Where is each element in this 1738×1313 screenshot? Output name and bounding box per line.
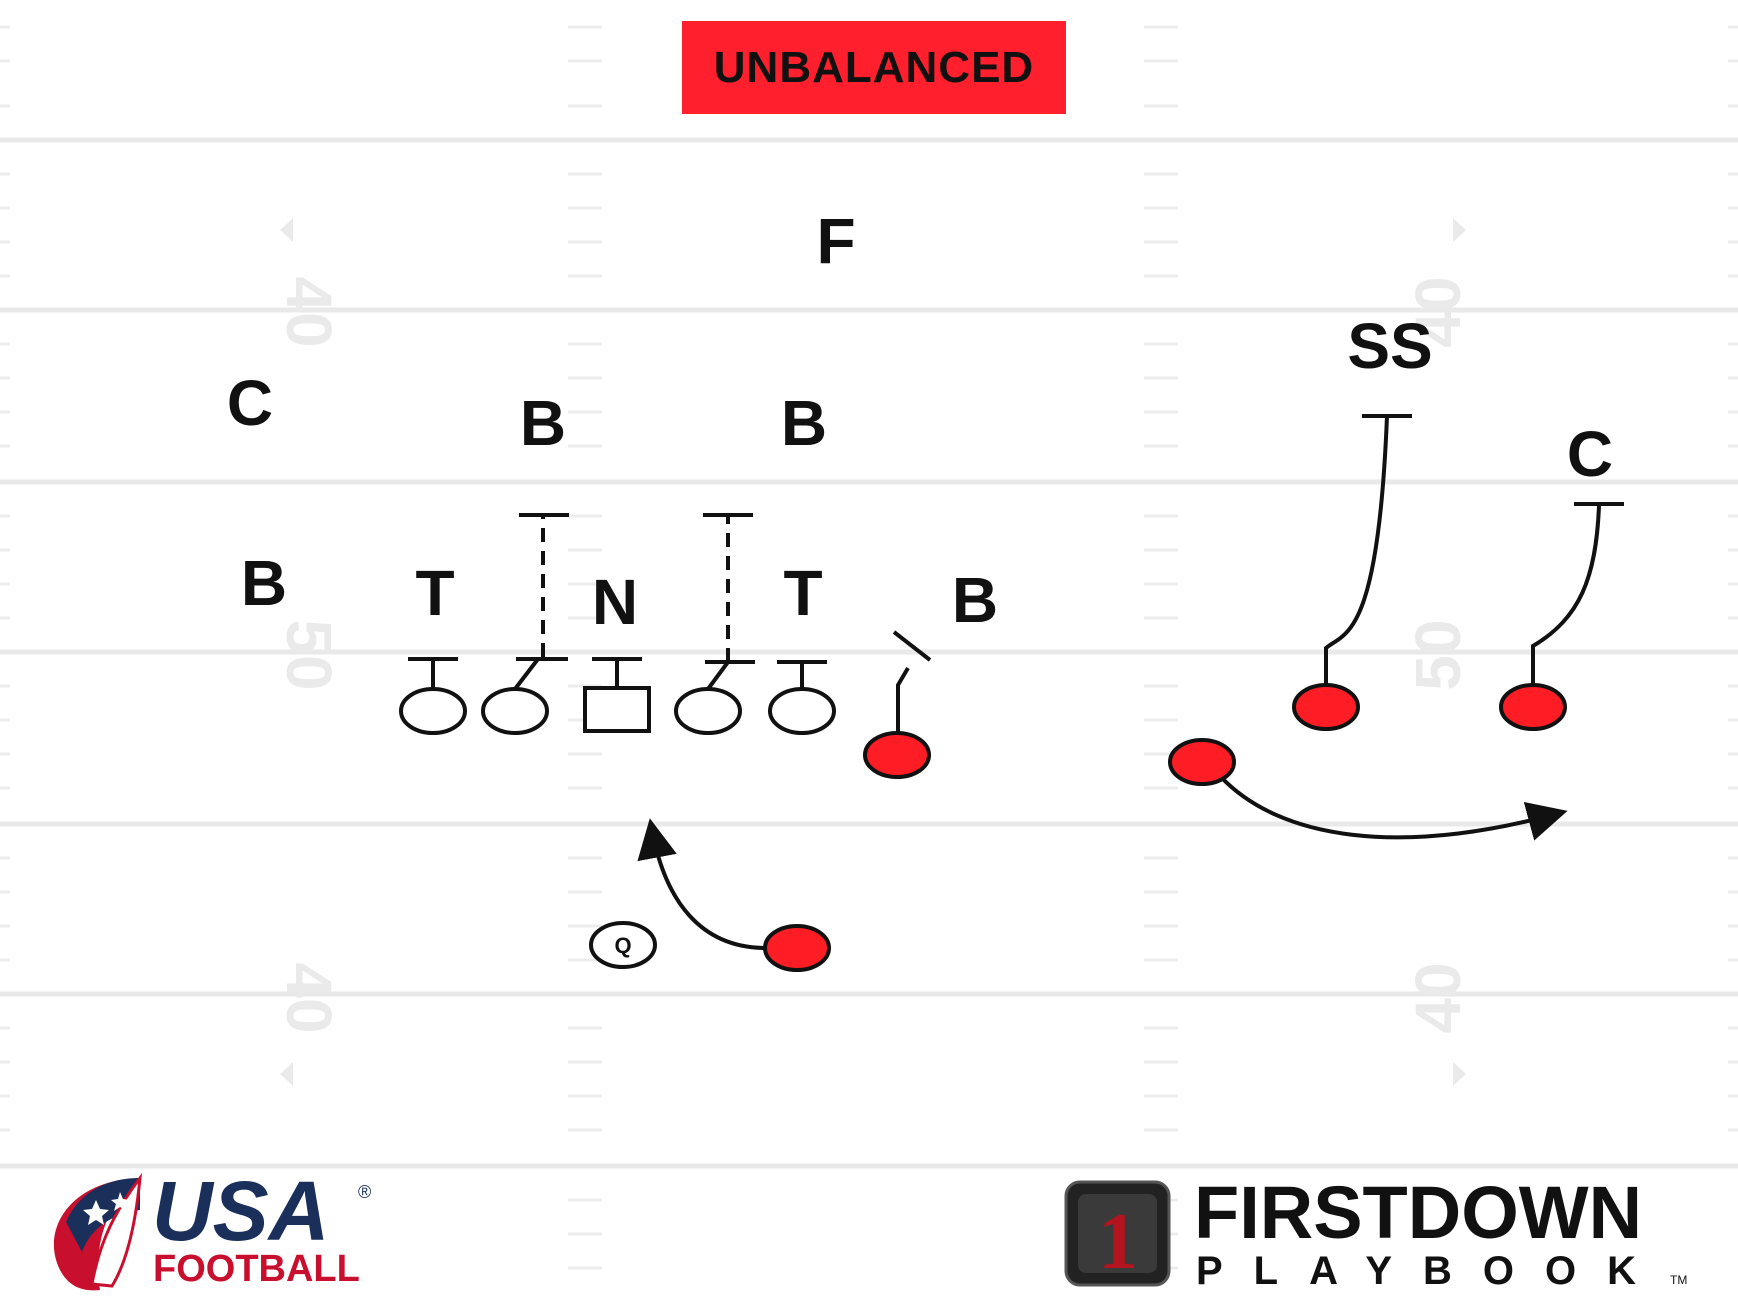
defender-corner-right: C — [1567, 418, 1613, 490]
play-title: UNBALANCED — [682, 21, 1066, 114]
defender-linebacker-left: B — [520, 387, 566, 459]
svg-text:®: ® — [358, 1182, 371, 1202]
left-guard — [481, 513, 569, 735]
usa-football-logo: USA ® FOOTBALL — [53, 1164, 371, 1291]
block-route-te — [896, 666, 910, 732]
block-route-te-bar — [892, 630, 932, 662]
defender-tackle-left: T — [415, 557, 454, 629]
defender-nose: N — [592, 566, 638, 638]
motion-route-back — [637, 818, 767, 950]
defender-outside-backer-left: B — [241, 547, 287, 619]
route-receiver-c — [1531, 505, 1601, 685]
hash-marks — [0, 25, 1738, 1270]
firstdown-badge-icon: 1 — [1064, 1180, 1171, 1287]
player-receiver-outer — [1499, 683, 1567, 731]
yard-lines — [0, 137, 1738, 1169]
quarterback: Q — [589, 921, 657, 969]
svg-text:FOOTBALL: FOOTBALL — [153, 1248, 360, 1290]
defender-free-safety: F — [816, 205, 855, 277]
yard-number-left-50: 50 — [273, 619, 345, 690]
svg-text:1: 1 — [1098, 1198, 1138, 1286]
defender-strong-safety: SS — [1347, 310, 1432, 382]
defender-tackle-right: T — [783, 557, 822, 629]
svg-text:PLAYBOOK: PLAYBOOK — [1196, 1249, 1667, 1293]
right-guard — [674, 513, 755, 735]
offensive-line — [399, 513, 836, 735]
firstdown-playbook-logo: 1 FIRSTDOWN PLAYBOOK TM — [1064, 1171, 1687, 1293]
player-slot — [1168, 738, 1236, 786]
route-slot-arc — [1218, 774, 1568, 841]
svg-text:USA: USA — [152, 1164, 329, 1258]
yard-arrows — [280, 218, 1466, 1086]
left-tackle — [399, 657, 467, 735]
usa-football-mark-icon — [53, 1172, 142, 1291]
yard-number-left-40-top: 40 — [273, 276, 345, 347]
defender-corner-left: C — [227, 367, 273, 439]
svg-text:TM: TM — [1670, 1273, 1687, 1287]
svg-text:Q: Q — [614, 933, 631, 958]
right-tackle — [768, 660, 836, 735]
yard-number-right-40-bottom: 40 — [1402, 962, 1474, 1033]
defender-linebacker-right: B — [781, 387, 827, 459]
yard-number-right-50: 50 — [1402, 619, 1474, 690]
center — [583, 657, 651, 733]
route-receiver-ss — [1324, 415, 1389, 685]
player-running-back — [763, 924, 831, 972]
defender-outside-backer-right: B — [952, 564, 998, 636]
player-tight-end — [863, 731, 931, 779]
player-receiver-inner — [1292, 683, 1360, 731]
yard-number-left-40-bottom: 40 — [273, 962, 345, 1033]
svg-text:FIRSTDOWN: FIRSTDOWN — [1194, 1171, 1642, 1254]
yard-number-right-40-top: 40 — [1402, 276, 1474, 347]
